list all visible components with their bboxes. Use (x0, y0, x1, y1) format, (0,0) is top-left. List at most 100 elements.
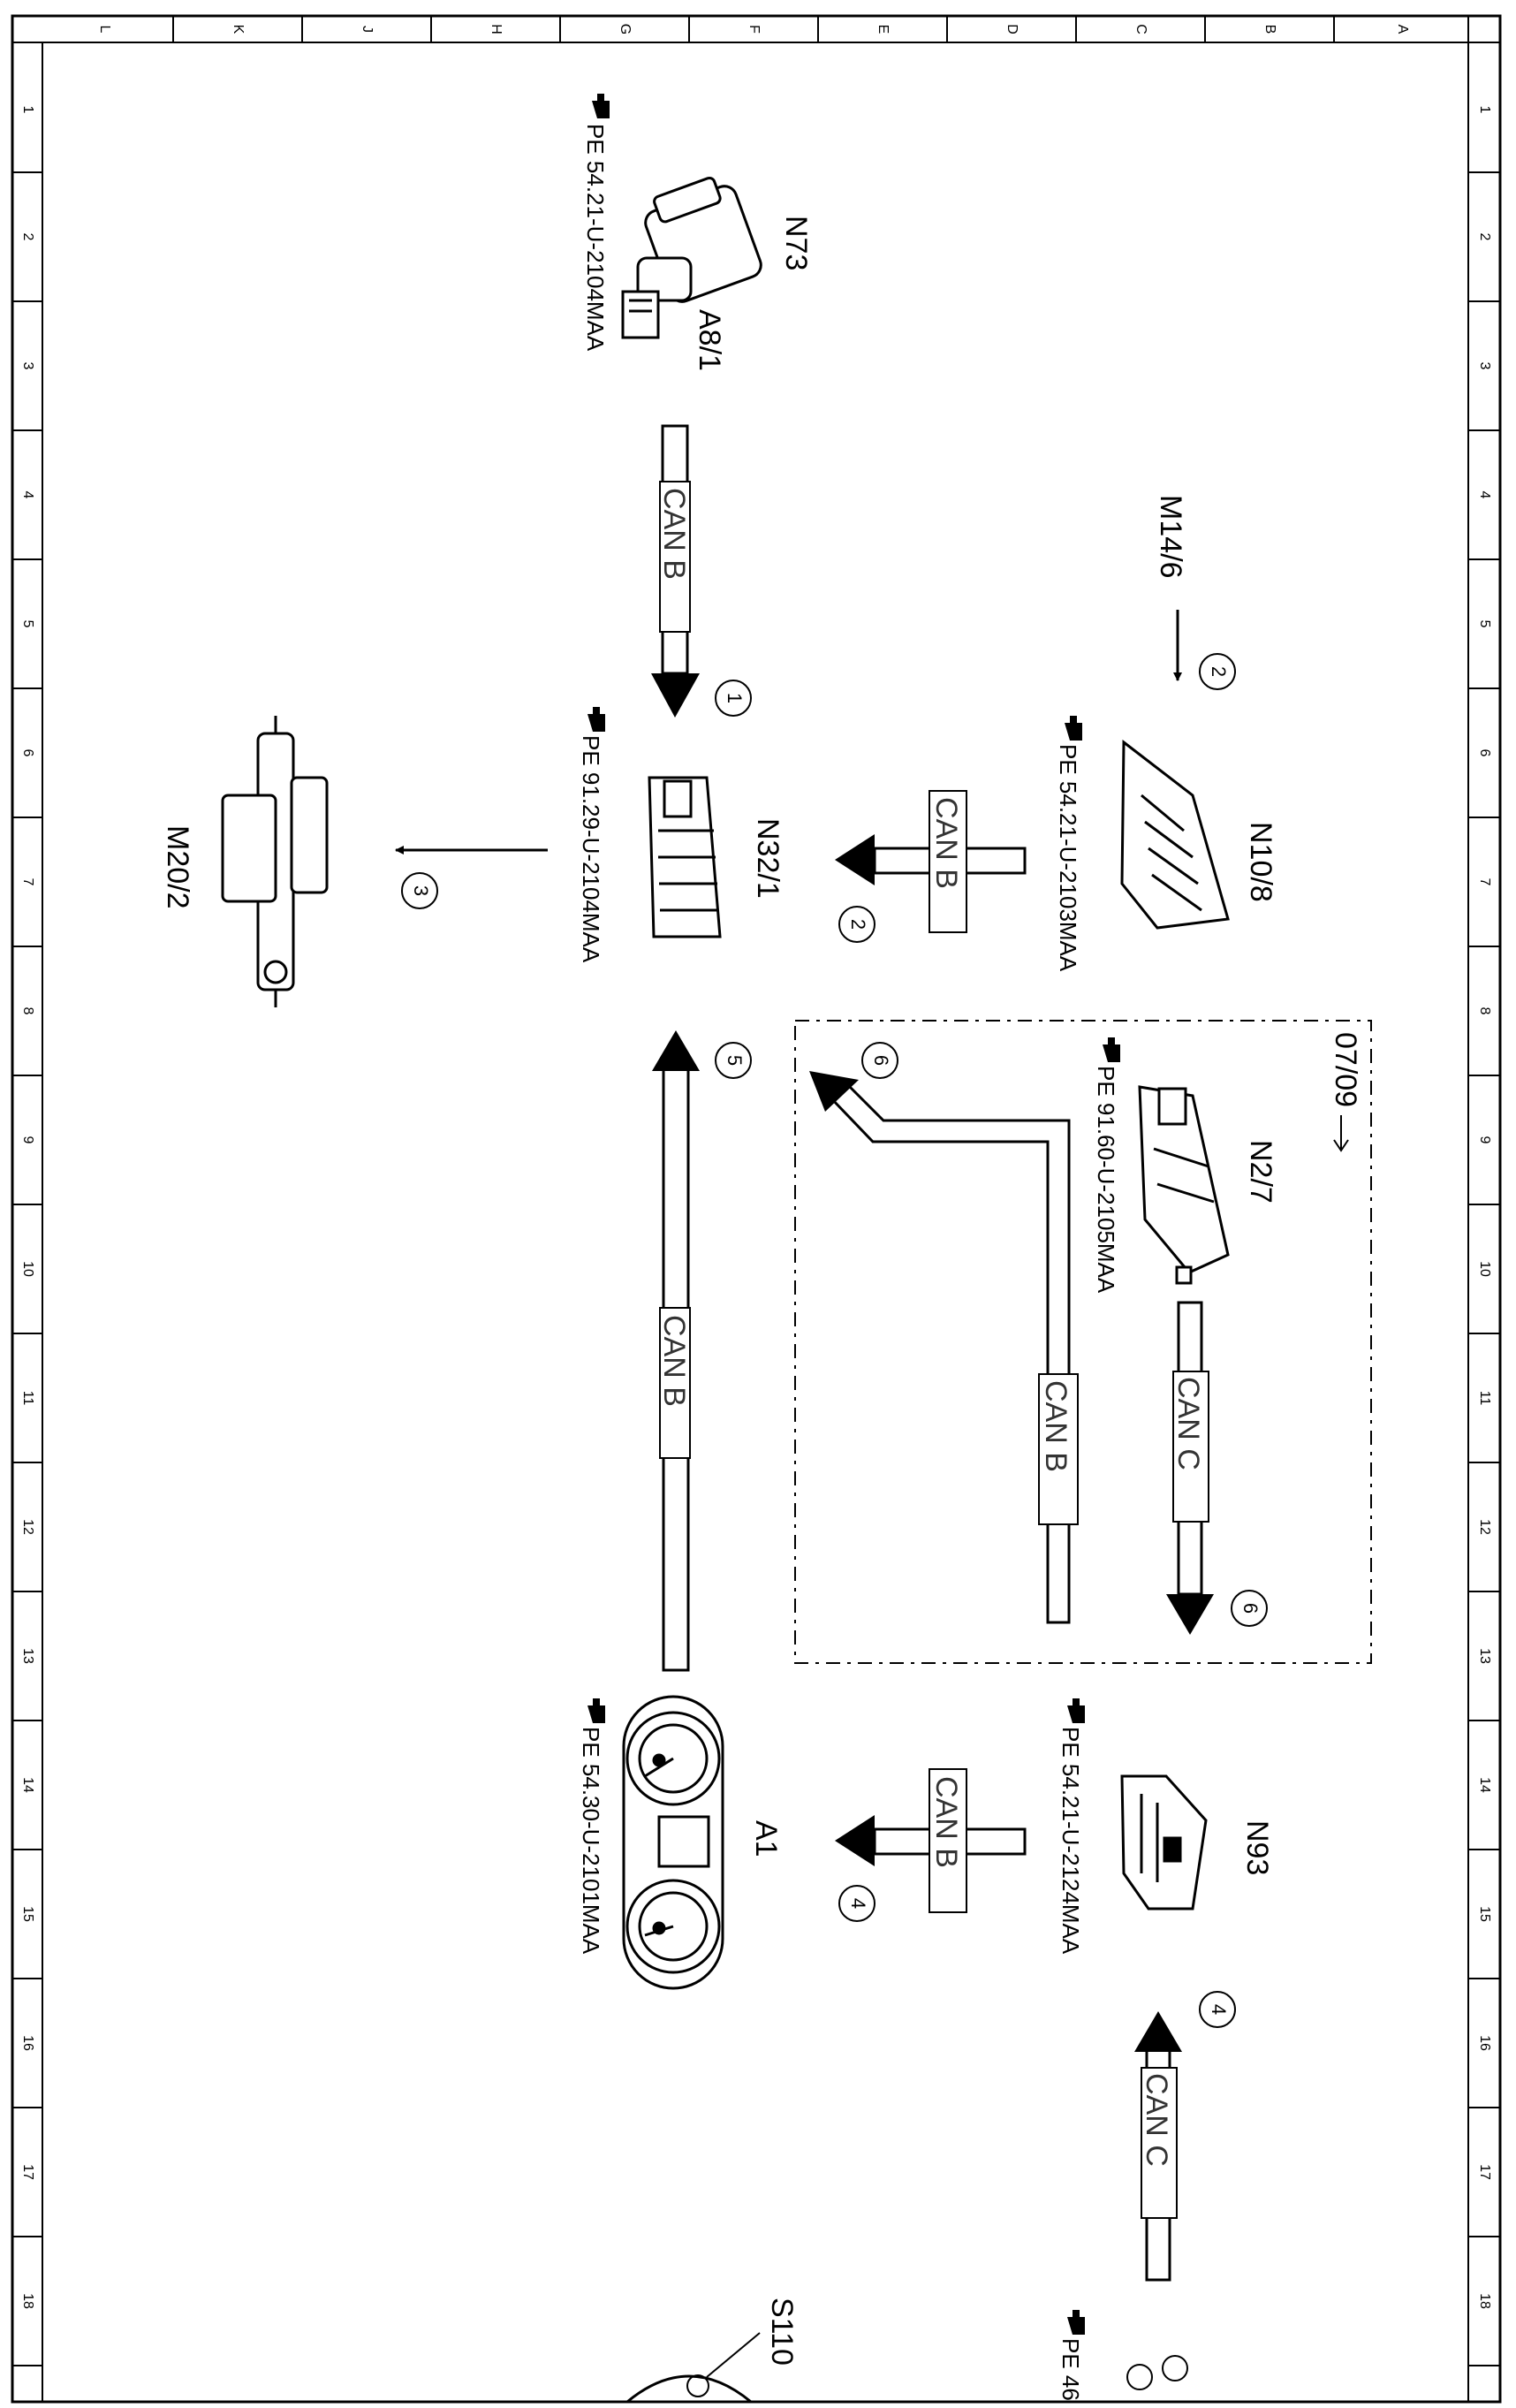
grid-number-left-17: 17 (20, 2164, 35, 2180)
grid-number-right-8: 8 (1477, 1007, 1492, 1015)
n32-1-module: N32/1 PE 91.29-U-2104MAA (578, 707, 785, 963)
grid-number-right-10: 10 (1477, 1261, 1492, 1277)
date-range-box: 07/09 (794, 1020, 1372, 1664)
grid-letter-d: D (1004, 24, 1020, 34)
gateway-module-icon (1120, 1774, 1208, 1910)
step-2-circle-a (1199, 653, 1236, 690)
grid-letters-top: L K J H G F E D C B A (97, 16, 1410, 42)
n10-8-module: N10/8 PE 54.21-U-2103MAA (1055, 716, 1277, 972)
grid-number-right-16: 16 (1477, 2035, 1492, 2051)
arrow-left-icon (835, 1815, 875, 1866)
grid-number-left-3: 3 (20, 362, 35, 370)
grid-letter-a: A (1395, 25, 1410, 34)
a1-instrument-cluster: A1 PE 54.30-U-2101MAA (578, 1695, 783, 1990)
can-b-line-a1-to-n32: CAN B 5 (652, 1030, 752, 1672)
can-b-label-4: CAN B (929, 1776, 963, 1868)
pointing-hand-icon (1065, 716, 1082, 741)
s110-label: S110 (765, 2298, 799, 2366)
grid-number-right-17: 17 (1477, 2164, 1492, 2180)
pointing-hand-icon (1067, 1698, 1085, 1723)
grid-number-right-5: 5 (1477, 620, 1492, 628)
grid-numbers-right: 1 2 3 4 5 6 7 8 9 10 11 12 13 14 15 16 1… (1477, 106, 1492, 2309)
date-box-label: 07/09 (1329, 1032, 1362, 1107)
arrow-diagonal-icon (809, 1071, 859, 1112)
pointing-hand-icon (592, 94, 610, 118)
grid-number-left-9: 9 (20, 1136, 35, 1144)
n10-8-label: N10/8 (1244, 822, 1277, 902)
n2-7-label: N2/7 (1244, 1140, 1277, 1204)
grid-number-left-7: 7 (20, 878, 35, 886)
can-b-label-6: CAN B (1039, 1380, 1073, 1472)
grid-numbers-left: 1 2 3 4 5 6 7 8 9 10 11 12 13 14 15 16 1… (20, 106, 35, 2309)
n32-1-label: N32/1 (751, 818, 785, 899)
instrument-cluster-icon (622, 1695, 724, 1990)
grid-number-left-1: 1 (20, 106, 35, 114)
step-6-label-a: 6 (870, 1055, 892, 1066)
a1-reference-text: PE 54.30-U-2101MAA (578, 1727, 604, 1955)
step-1-circle (715, 680, 752, 717)
grid-number-right-4: 4 (1477, 491, 1492, 499)
grid-number-left-18: 18 (20, 2293, 35, 2309)
m20-2-motor: M20/2 (161, 716, 329, 1007)
m20-2-label: M20/2 (161, 825, 194, 909)
arrow-down-icon (651, 673, 700, 718)
can-b-line-n10-to-n32: CAN B 2 (835, 790, 1027, 943)
a8-1-label: A8/1 (693, 309, 726, 371)
can-b-line-n2-path: CAN B 6 (809, 1042, 1079, 1624)
can-b-label-2: CAN B (929, 797, 963, 889)
step-6-circle-a (861, 1042, 898, 1079)
a1-label: A1 (749, 1820, 783, 1857)
grid-number-left-11: 11 (20, 1391, 35, 1406)
grid-number-left-4: 4 (20, 491, 35, 499)
grid-number-left-5: 5 (20, 620, 35, 628)
pointing-hand-icon (1103, 1037, 1120, 1062)
steering-column-motor-icon (221, 716, 329, 1007)
grid-number-right-11: 11 (1477, 1391, 1492, 1406)
grid-number-left-13: 13 (20, 1648, 35, 1664)
line-n32-to-m20: 3 (395, 846, 548, 909)
grid-number-right-12: 12 (1477, 1519, 1492, 1535)
n93-reference-text: PE 54.21-U-2124MAA (1057, 1727, 1084, 1955)
steering-wheel-icon (626, 2374, 752, 2404)
grid-letter-b: B (1262, 25, 1277, 34)
can-c-line-to-n93: CAN C 4 (1134, 1991, 1236, 2282)
date-box-arrow-icon (1333, 1115, 1349, 1152)
step-3-circle (401, 872, 438, 909)
grid-letter-h: H (489, 24, 504, 34)
m14-6-label: M14/6 (1154, 495, 1187, 579)
arrow-left-icon (835, 834, 875, 885)
grid-number-left-6: 6 (20, 749, 35, 757)
grid-letter-c: C (1133, 24, 1148, 34)
step-3-label: 3 (410, 885, 432, 896)
pointing-hand-icon (587, 1698, 605, 1723)
n10-reference-text: PE 54.21-U-2103MAA (1055, 744, 1081, 972)
can-b-line-n73-to-n32: CAN B 1 (651, 424, 752, 718)
can-b-label-1: CAN B (657, 488, 691, 580)
restraint-module-icon (1138, 1085, 1230, 1285)
grid-letter-f: F (747, 25, 762, 34)
grid-number-right-14: 14 (1477, 1777, 1492, 1793)
step-5-label: 5 (724, 1055, 746, 1066)
grid-letter-g: G (618, 24, 633, 34)
step-2-circle-b (838, 906, 875, 943)
n73-ignition-switch: N73 A8/1 PE 54.21-U-2104MAA (582, 94, 813, 371)
connector-icon (1126, 2355, 1188, 2390)
n93-label: N93 (1240, 1820, 1274, 1875)
drawing-frame (11, 14, 1502, 2404)
grid-number-right-7: 7 (1477, 878, 1492, 886)
n2-reference-text: PE 91.60-U-2105MAA (1093, 1066, 1119, 1294)
arrow-down-icon (1166, 1594, 1214, 1635)
n73-reference-text: PE 54.21-U-2104MAA (582, 124, 609, 352)
step-4-circle-a (838, 1885, 875, 1922)
grid-letter-j: J (360, 26, 375, 33)
grid-number-right-3: 3 (1477, 362, 1492, 370)
grid-number-left-12: 12 (20, 1519, 35, 1535)
n32-reference-text: PE 91.29-U-2104MAA (578, 735, 604, 963)
grid-number-left-8: 8 (20, 1007, 35, 1015)
grid-number-left-2: 2 (20, 233, 35, 241)
grid-number-right-1: 1 (1477, 106, 1492, 114)
pointing-hand-icon (587, 707, 605, 732)
step-4-label-b: 4 (1208, 2004, 1230, 2015)
grid-number-right-9: 9 (1477, 1136, 1492, 1144)
